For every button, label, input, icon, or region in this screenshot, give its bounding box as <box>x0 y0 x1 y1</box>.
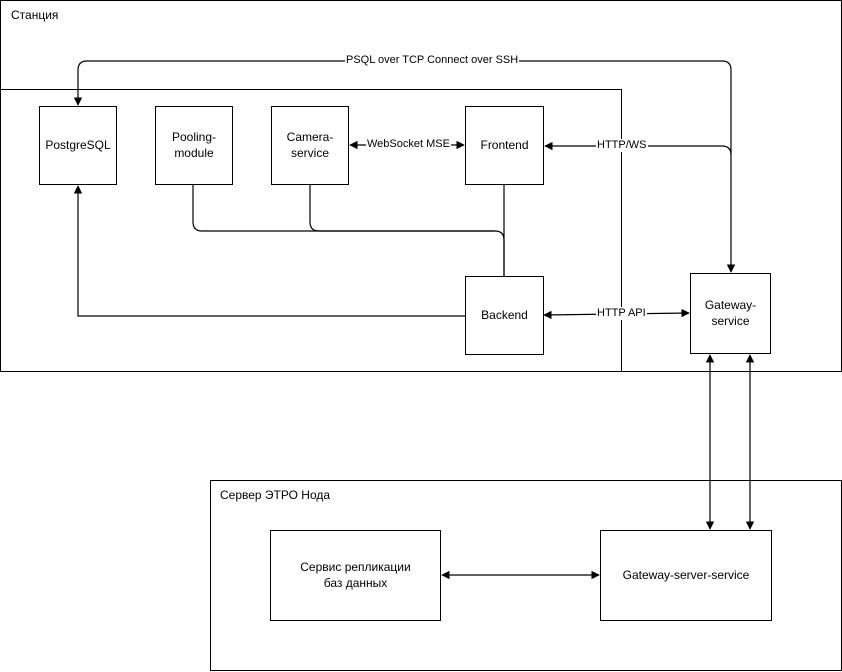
http-ws-connector <box>544 141 732 156</box>
backend-node[interactable]: Backend <box>465 276 544 355</box>
replication-service-node[interactable]: Сервис репликации баз данных <box>270 530 441 621</box>
gateway-server-service-node[interactable]: Gateway-server-service <box>600 530 772 621</box>
frontend-node[interactable]: Frontend <box>465 106 544 185</box>
server-title: Сервер ЭТРО Нода <box>220 488 331 502</box>
pooling-backend-connector <box>192 184 505 276</box>
postgres-node[interactable]: PostgreSQL <box>39 106 117 185</box>
psql-ssh-label: PSQL over TCP Connect over SSH <box>345 54 520 67</box>
http-api-label: HTTP API <box>596 307 647 320</box>
camera-service-node[interactable]: Camera- service <box>271 106 349 185</box>
backend-postgres-connector <box>73 185 465 317</box>
gateway-service-node[interactable]: Gateway- service <box>690 273 771 354</box>
station-title: Станция <box>11 8 59 22</box>
http-ws-label: HTTP/WS <box>596 139 648 152</box>
pooling-module-node[interactable]: Pooling- module <box>155 106 233 185</box>
camera-backend-connector <box>309 184 495 232</box>
websocket-label: WebSocket MSE <box>366 138 451 151</box>
